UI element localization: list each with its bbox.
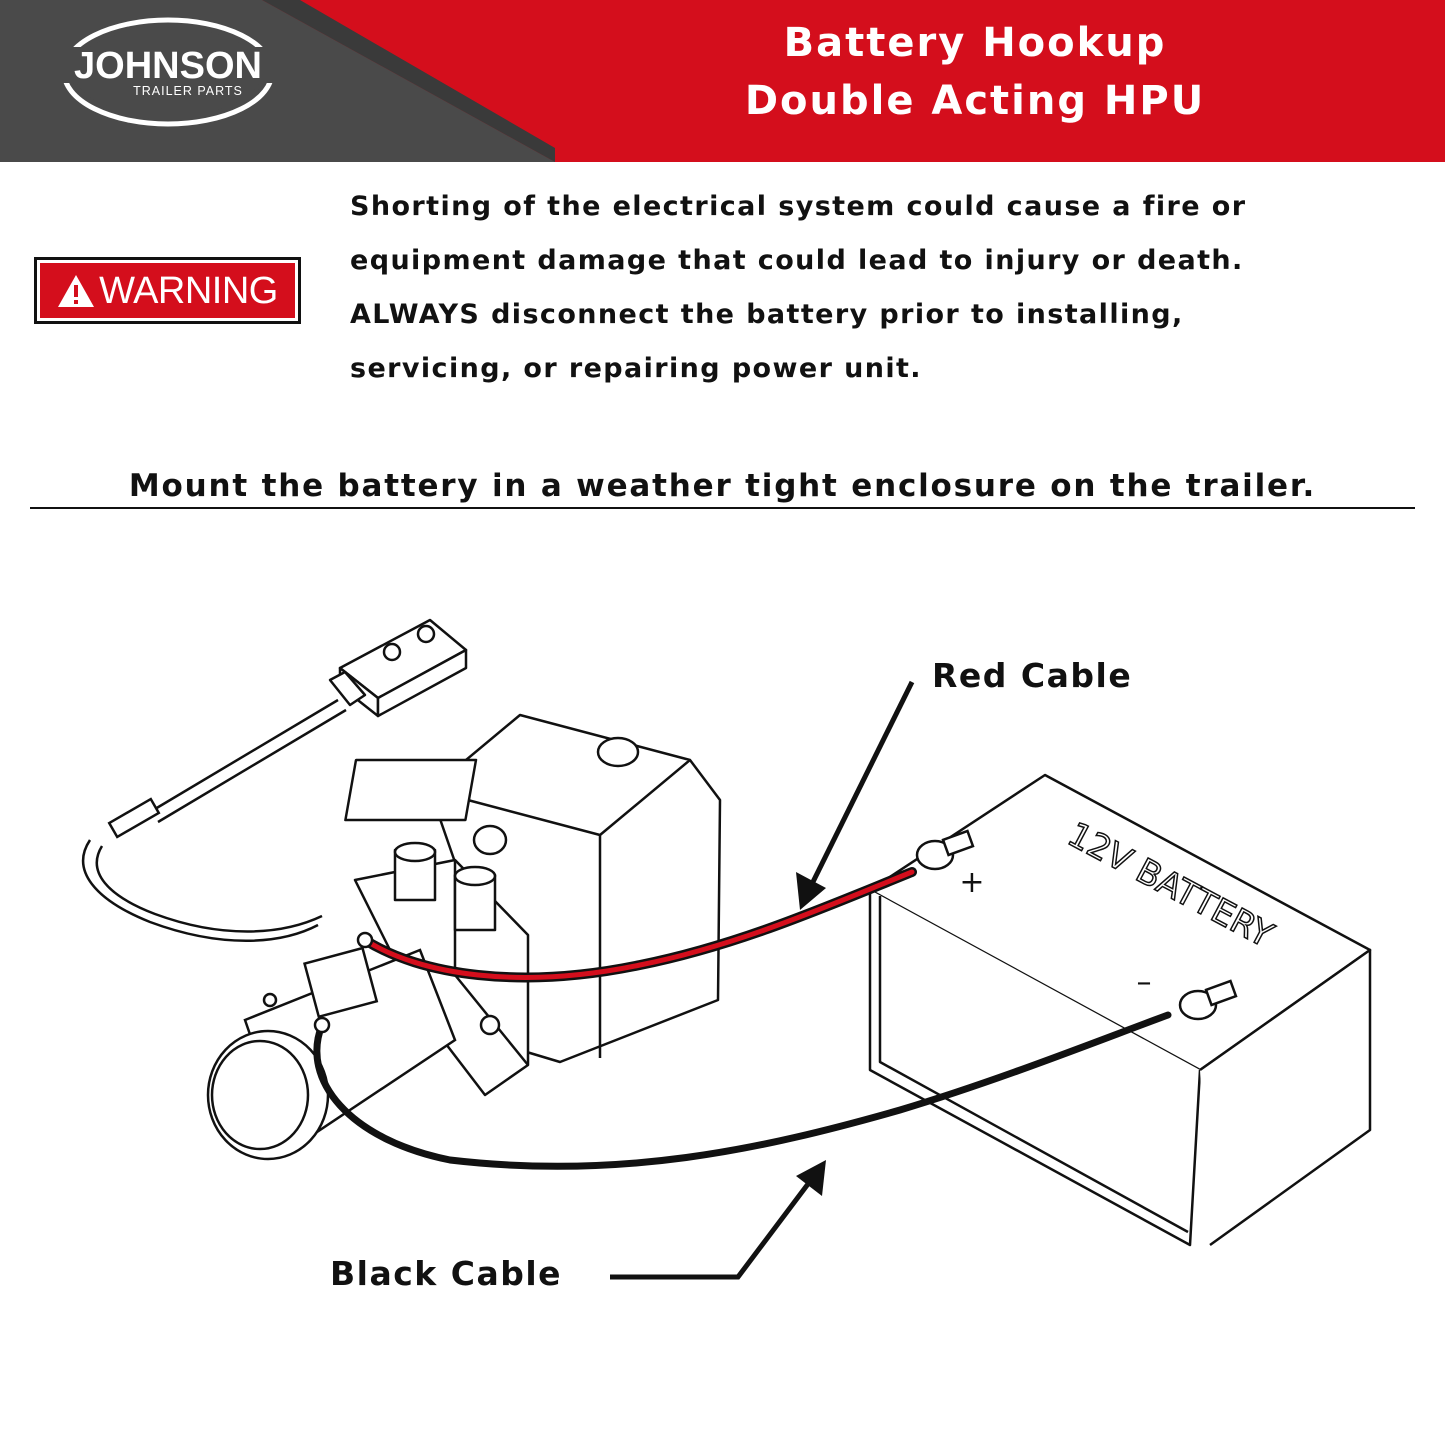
warning-message: Shorting of the electrical system could …	[350, 180, 1420, 396]
header-background	[0, 0, 1445, 162]
johnson-logo-emblem	[30, 17, 306, 127]
mounting-instruction: Mount the battery in a weather tight enc…	[30, 466, 1415, 509]
title-line-2: Double Acting HPU	[744, 78, 1206, 124]
warning-line-1: Shorting of the electrical system could …	[350, 191, 1247, 222]
red-cable	[362, 869, 915, 980]
manifold-block	[353, 841, 530, 1097]
red-cable-label: Red Cable	[932, 656, 1133, 695]
warning-line-2: equipment damage that could lead to inju…	[350, 245, 1244, 276]
brand-name: JOHNSON	[74, 45, 262, 87]
header-banner: JOHNSON TRAILER PARTS Battery Hookup Dou…	[0, 0, 1445, 162]
red-cable-lug	[356, 931, 374, 949]
red-cable-arrowhead	[796, 872, 826, 910]
warning-label: WARNING	[99, 269, 278, 312]
warning-badge: WARNING	[34, 257, 301, 324]
black-cable-arrowhead	[796, 1160, 826, 1196]
page-title: Battery Hookup Double Acting HPU	[560, 14, 1390, 130]
black-cable-label: Black Cable	[330, 1254, 563, 1293]
warning-line-4: servicing, or repairing power unit.	[350, 353, 922, 384]
remote-cord	[81, 698, 347, 942]
warning-triangle-icon	[58, 274, 95, 307]
brand-tagline: TRAILER PARTS	[133, 84, 243, 98]
red-cable-pointer	[803, 680, 915, 898]
negative-terminal	[1178, 979, 1238, 1021]
positive-symbol: +	[959, 865, 984, 900]
negative-symbol: –	[1137, 965, 1152, 1000]
black-cable-lug	[313, 1016, 331, 1034]
pump-motor	[206, 946, 457, 1161]
remote-pendant	[328, 618, 468, 718]
black-cable	[313, 1011, 1172, 1170]
positive-terminal	[915, 829, 975, 871]
title-line-1: Battery Hookup	[783, 20, 1167, 66]
hookup-diagram: 12V BATTERY + –	[81, 618, 1372, 1280]
black-cable-pointer	[610, 1174, 816, 1280]
warning-line-3: ALWAYS disconnect the battery prior to i…	[350, 299, 1184, 330]
